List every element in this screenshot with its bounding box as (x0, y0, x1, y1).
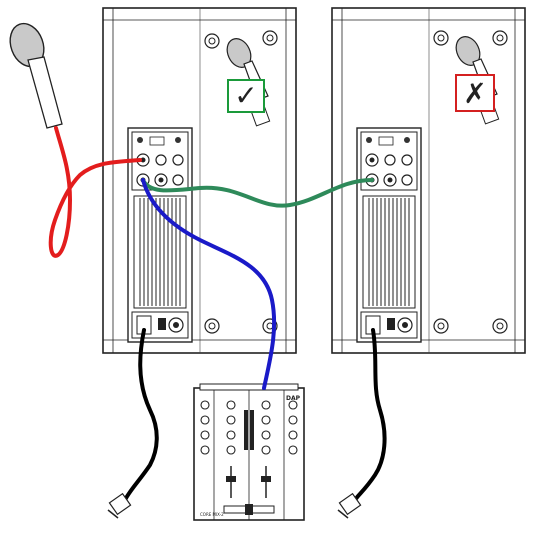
link-cable (141, 178, 374, 208)
volume-knob (172, 174, 184, 186)
power-switch (387, 318, 395, 330)
link-jack (154, 173, 168, 187)
volume-knob (384, 154, 396, 166)
input-jack (365, 153, 379, 167)
mixer-panel-label: CORE MIX-2 (200, 512, 224, 517)
heatsink (362, 195, 416, 309)
mount-screw (492, 30, 508, 46)
power-output (168, 317, 184, 333)
power-cable-right (353, 328, 387, 502)
volume-knob (172, 154, 184, 166)
cross-icon: ✗ (455, 74, 495, 112)
channel-fader (226, 466, 236, 498)
mount-screw (492, 318, 508, 334)
mixer-brand: DAP (286, 395, 301, 402)
mount-screw (262, 30, 278, 46)
mount-screw (433, 30, 449, 46)
mount-screw (204, 318, 220, 334)
volume-knob (155, 154, 167, 166)
power-plug-right (337, 492, 362, 519)
mount-screw (204, 33, 220, 49)
power-output (397, 317, 413, 333)
microphone-cable (48, 126, 142, 258)
power-switch (158, 318, 166, 330)
power-cable-left (123, 328, 159, 502)
link-jack (383, 173, 397, 187)
volume-knob (401, 154, 413, 166)
crossfader (223, 504, 275, 515)
ok-symbol: ✓ (234, 79, 257, 112)
handheld-microphone (9, 22, 63, 129)
mixer-cable (141, 178, 277, 390)
dj-mixer: DAP CORE MIX-2 (193, 383, 305, 521)
heatsink (133, 195, 187, 309)
not-ok-symbol: ✗ (463, 77, 486, 110)
checkmark-icon: ✓ (227, 79, 265, 113)
volume-knob (401, 174, 413, 186)
power-plug-left (107, 492, 132, 519)
channel-fader (261, 466, 271, 498)
right-amplifier-panel (356, 127, 422, 343)
mount-screw (433, 318, 449, 334)
